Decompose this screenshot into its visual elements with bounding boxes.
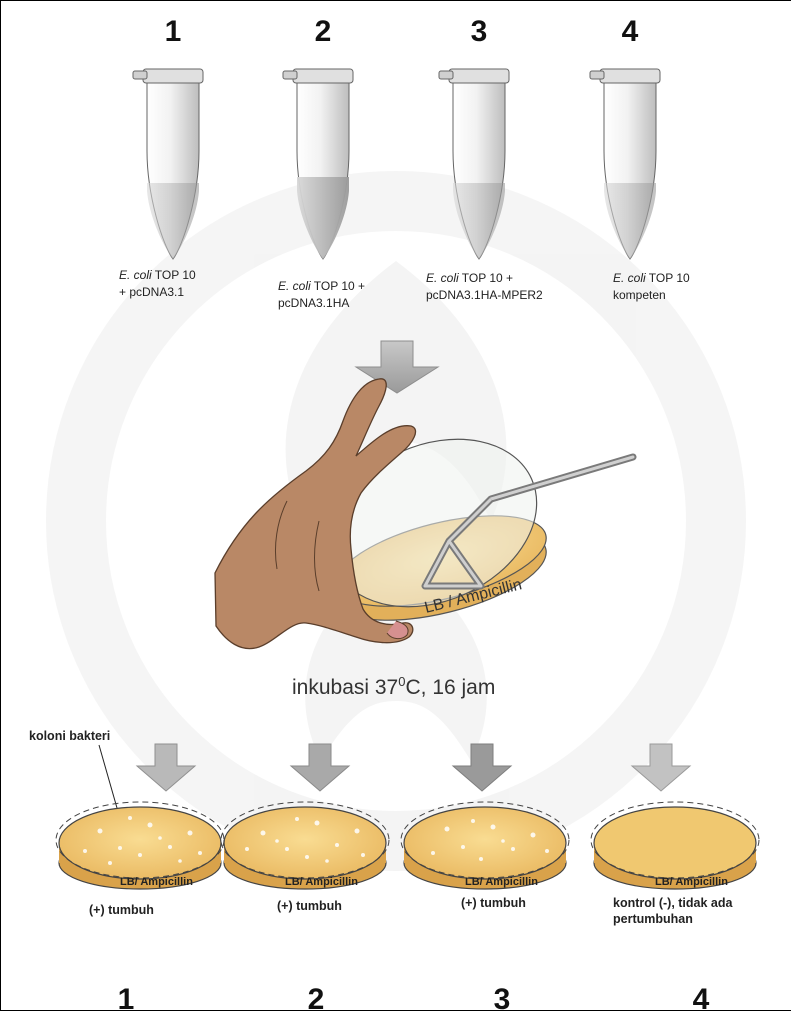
petri-dish-4: LB/ Ampicillin — [591, 802, 759, 889]
plate-3-number: 3 — [494, 983, 511, 1012]
tube-2-label-line2: pcDNA3.1HA — [278, 296, 349, 310]
plate-4-number: 4 — [693, 983, 710, 1012]
tube-4-number: 4 — [622, 15, 639, 48]
tube-3-number: 3 — [471, 15, 488, 48]
plate-2-result: (+) tumbuh — [277, 899, 342, 913]
petri-dish-4-label: LB/ Ampicillin — [655, 876, 728, 888]
incubation-label: inkubasi 370C, 16 jam — [292, 674, 495, 699]
plate-4-result-line1: kontrol (-), tidak ada — [613, 896, 734, 910]
tube-1-label-line2: + pcDNA3.1 — [119, 285, 184, 299]
tube-1-number: 1 — [165, 15, 182, 48]
tube-4-label-line1: E. coli TOP 10 — [613, 271, 690, 285]
plate-3-result: (+) tumbuh — [461, 896, 526, 910]
tube-4-label-line2: kompeten — [613, 288, 666, 302]
eppendorf-tube-4 — [590, 69, 660, 259]
petri-dish-1-label: LB/ Ampicillin — [120, 876, 193, 888]
small-arrow-icon-3 — [453, 744, 511, 791]
petri-dish-1: LB/ Ampicillin — [56, 802, 224, 889]
tube-1-label-line1: E. coli TOP 10 — [119, 268, 196, 282]
tube-3-label-line1: E. coli TOP 10 + — [426, 271, 513, 285]
plate-2-number: 2 — [308, 983, 325, 1012]
colony-label: koloni bakteri — [29, 729, 110, 743]
small-arrow-icon-2 — [291, 744, 349, 791]
plate-1-number: 1 — [118, 983, 135, 1012]
tube-2-label-line1: E. coli TOP 10 + — [278, 279, 365, 293]
eppendorf-tube-1 — [133, 69, 203, 259]
petri-dish-2-label: LB/ Ampicillin — [285, 876, 358, 888]
plate-4-result-line2: pertumbuhan — [613, 912, 693, 926]
tube-2-number: 2 — [315, 15, 332, 48]
tube-3-label-line2: pcDNA3.1HA-MPER2 — [426, 288, 543, 302]
petri-dish-3-label: LB/ Ampicillin — [465, 876, 538, 888]
plate-1-result: (+) tumbuh — [89, 903, 154, 917]
